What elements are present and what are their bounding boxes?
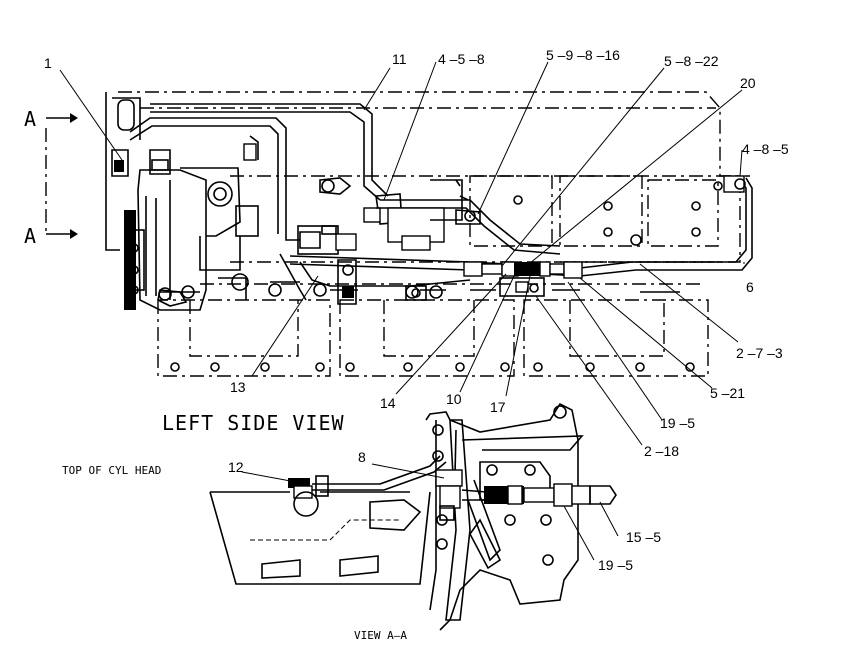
callout-labels: 1 11 4 –5 –8 5 –9 –8 –16 5 –8 –22 20 4 –… (44, 47, 789, 573)
callout-20: 20 (740, 75, 756, 91)
callout-15-5: 15 –5 (626, 529, 661, 545)
fuel-lines-upper (129, 103, 561, 255)
section-line-a-a: A A (24, 107, 78, 248)
caption-left-side-view: LEFT SIDE VIEW (162, 411, 345, 435)
caption-top-of-cyl-head: TOP OF CYL HEAD (62, 464, 161, 477)
section-mark-bottom: A (24, 224, 37, 248)
callout-10: 10 (446, 391, 462, 407)
callout-14: 14 (380, 395, 396, 411)
section-mark-top: A (24, 107, 37, 131)
callout-13: 13 (230, 379, 246, 395)
callout-4-8-5: 4 –8 –5 (742, 141, 789, 157)
fuel-pump-housing (111, 149, 259, 311)
engine-head-outline (105, 91, 750, 285)
callout-2-18: 2 –18 (644, 443, 679, 459)
callout-5-21: 5 –21 (710, 385, 745, 401)
callout-19-5-lower: 19 –5 (598, 557, 633, 573)
callout-5-9-8-16: 5 –9 –8 –16 (546, 47, 620, 63)
fuel-line-main (279, 175, 753, 301)
callout-5-8-22: 5 –8 –22 (664, 53, 719, 69)
callout-11: 11 (392, 51, 407, 67)
callout-4-5-8: 4 –5 –8 (438, 51, 485, 67)
callout-2-7-3: 2 –7 –3 (736, 345, 783, 361)
cylinder-block-sections (157, 273, 709, 377)
callout-1: 1 (44, 55, 52, 71)
leader-lines (59, 61, 745, 446)
callout-12: 12 (228, 459, 244, 475)
callout-6: 6 (746, 279, 754, 295)
callout-17: 17 (490, 399, 506, 415)
callout-8: 8 (358, 449, 366, 465)
view-a-a-drawing (209, 402, 619, 631)
caption-view-a-a: VIEW A–A (354, 629, 407, 642)
callout-19-5-upper: 19 –5 (660, 415, 695, 431)
